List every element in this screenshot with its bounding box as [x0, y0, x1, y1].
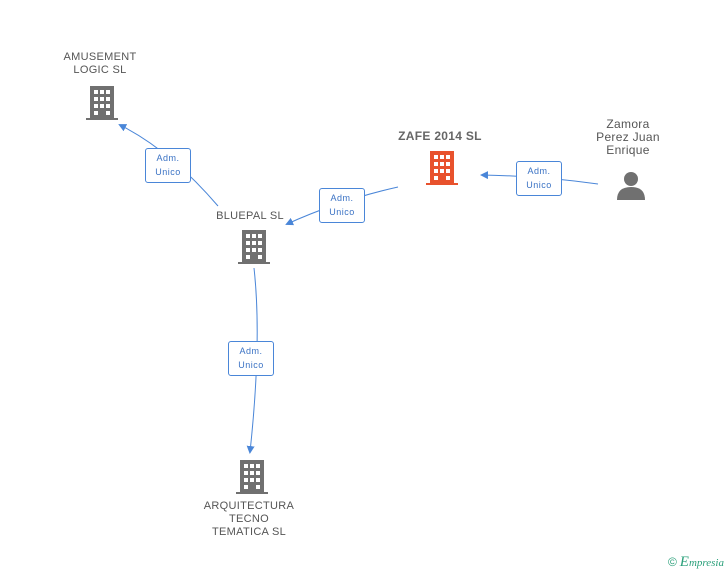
node-arquitectura-label-line1: ARQUITECTURA	[203, 500, 295, 512]
brand-initial: E	[679, 554, 689, 570]
node-amusement-label-line1: AMUSEMENT	[63, 51, 137, 63]
edge-label-zafe-bluepal[interactable]: Adm. Unico	[319, 188, 365, 223]
building-icon[interactable]	[86, 86, 118, 120]
node-amusement-label-line2: LOGIC SL	[73, 64, 127, 76]
person-icon[interactable]	[616, 170, 646, 200]
footer-brand: ©Empresia	[668, 554, 724, 571]
node-person-label-line3: Enrique	[606, 143, 650, 157]
edge-label-line1: Adm.	[527, 166, 551, 176]
edge-label-line1: Adm.	[239, 346, 263, 356]
node-zafe-label: ZAFE 2014 SL	[398, 129, 482, 143]
brand-name: mpresia	[688, 557, 724, 569]
copyright-symbol: ©	[667, 555, 677, 569]
node-bluepal-label: BLUEPAL SL	[216, 210, 284, 222]
edge-label-line1: Adm.	[330, 193, 354, 203]
edge-label-line1: Adm.	[156, 153, 180, 163]
node-person-label-line2: Perez Juan	[596, 130, 660, 144]
edge-label-bluepal-amusement[interactable]: Adm. Unico	[145, 148, 191, 183]
node-arquitectura-label-line3: TEMATICA SL	[212, 526, 286, 538]
node-arquitectura-label-line2: TECNO	[229, 513, 269, 525]
edge-label-line2: Unico	[238, 360, 264, 370]
node-person-label-line1: Zamora	[606, 117, 650, 131]
node-arquitectura-label: ARQUITECTURA TECNO TEMATICA SL	[194, 500, 304, 539]
node-person-label: Zamora Perez Juan Enrique	[588, 118, 668, 157]
building-icon[interactable]	[238, 230, 270, 264]
edge-label-person-zafe[interactable]: Adm. Unico	[516, 161, 562, 196]
building-icon[interactable]	[426, 151, 458, 185]
node-amusement-label: AMUSEMENT LOGIC SL	[52, 51, 148, 77]
edge-label-line2: Unico	[155, 167, 181, 177]
building-icon[interactable]	[236, 460, 268, 494]
edge-label-line2: Unico	[329, 207, 355, 217]
edge-label-line2: Unico	[526, 180, 552, 190]
edge-label-bluepal-arquitectura[interactable]: Adm. Unico	[228, 341, 274, 376]
